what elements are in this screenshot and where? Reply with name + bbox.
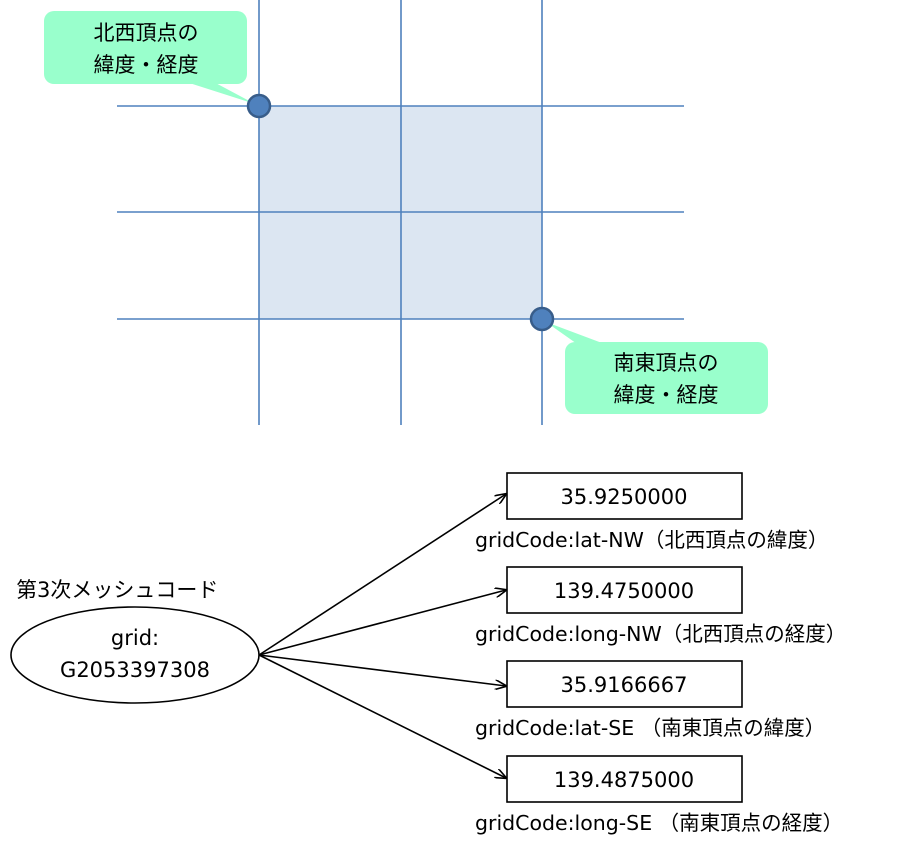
grid-node: 第3次メッシュコード grid: G2053397308 [10, 578, 260, 704]
callout-se-line1: 南東頂点の [614, 351, 719, 375]
grid-node-line2: G2053397308 [60, 658, 210, 682]
property-long-nw: 139.4750000 gridCode:long-NW（北西頂点の経度） [475, 566, 846, 646]
property-lat-nw: 35.9250000 gridCode:lat-NW（北西頂点の緯度） [475, 472, 828, 552]
grid-lines [117, 0, 684, 425]
callout-nw-pointer [180, 80, 255, 104]
vertex-se-marker [529, 306, 555, 332]
property-label: gridCode:lat-SE （南東頂点の緯度） [475, 716, 825, 740]
value-text: 139.4750000 [554, 579, 694, 603]
grid-node-line1: grid: [111, 626, 159, 650]
callout-nw-line2: 緯度・経度 [94, 53, 199, 77]
arrow-lat-se [258, 654, 506, 686]
property-lat-se: 35.9166667 gridCode:lat-SE （南東頂点の緯度） [475, 660, 825, 740]
callout-se-line2: 緯度・経度 [614, 383, 719, 407]
callout-nw: 北西頂点の 緯度・経度 [44, 11, 255, 104]
property-label: gridCode:lat-NW（北西頂点の緯度） [475, 528, 828, 552]
grid-node-ellipse [10, 606, 260, 704]
property-label: gridCode:long-SE （南東頂点の経度） [475, 811, 843, 835]
property-long-se: 139.4875000 gridCode:long-SE （南東頂点の経度） [475, 755, 843, 835]
callout-se-pointer [546, 322, 610, 346]
value-box [506, 472, 743, 520]
callout-nw-box [44, 11, 247, 84]
callout-se: 南東頂点の 緯度・経度 [546, 322, 768, 414]
value-box [506, 755, 743, 803]
grid-node-caption: 第3次メッシュコード [16, 578, 218, 602]
value-box [506, 566, 743, 614]
value-text: 139.4875000 [554, 768, 694, 792]
property-arrows [258, 494, 506, 778]
callout-nw-line1: 北西頂点の [94, 21, 199, 45]
value-box [506, 660, 743, 708]
arrow-long-se [258, 654, 506, 778]
value-text: 35.9250000 [561, 485, 688, 509]
callout-se-box [565, 342, 768, 414]
value-text: 35.9166667 [561, 673, 688, 697]
property-label: gridCode:long-NW（北西頂点の経度） [475, 622, 846, 646]
arrow-lat-nw [258, 494, 506, 656]
vertex-nw-marker [246, 93, 272, 119]
arrow-long-nw [258, 590, 506, 656]
